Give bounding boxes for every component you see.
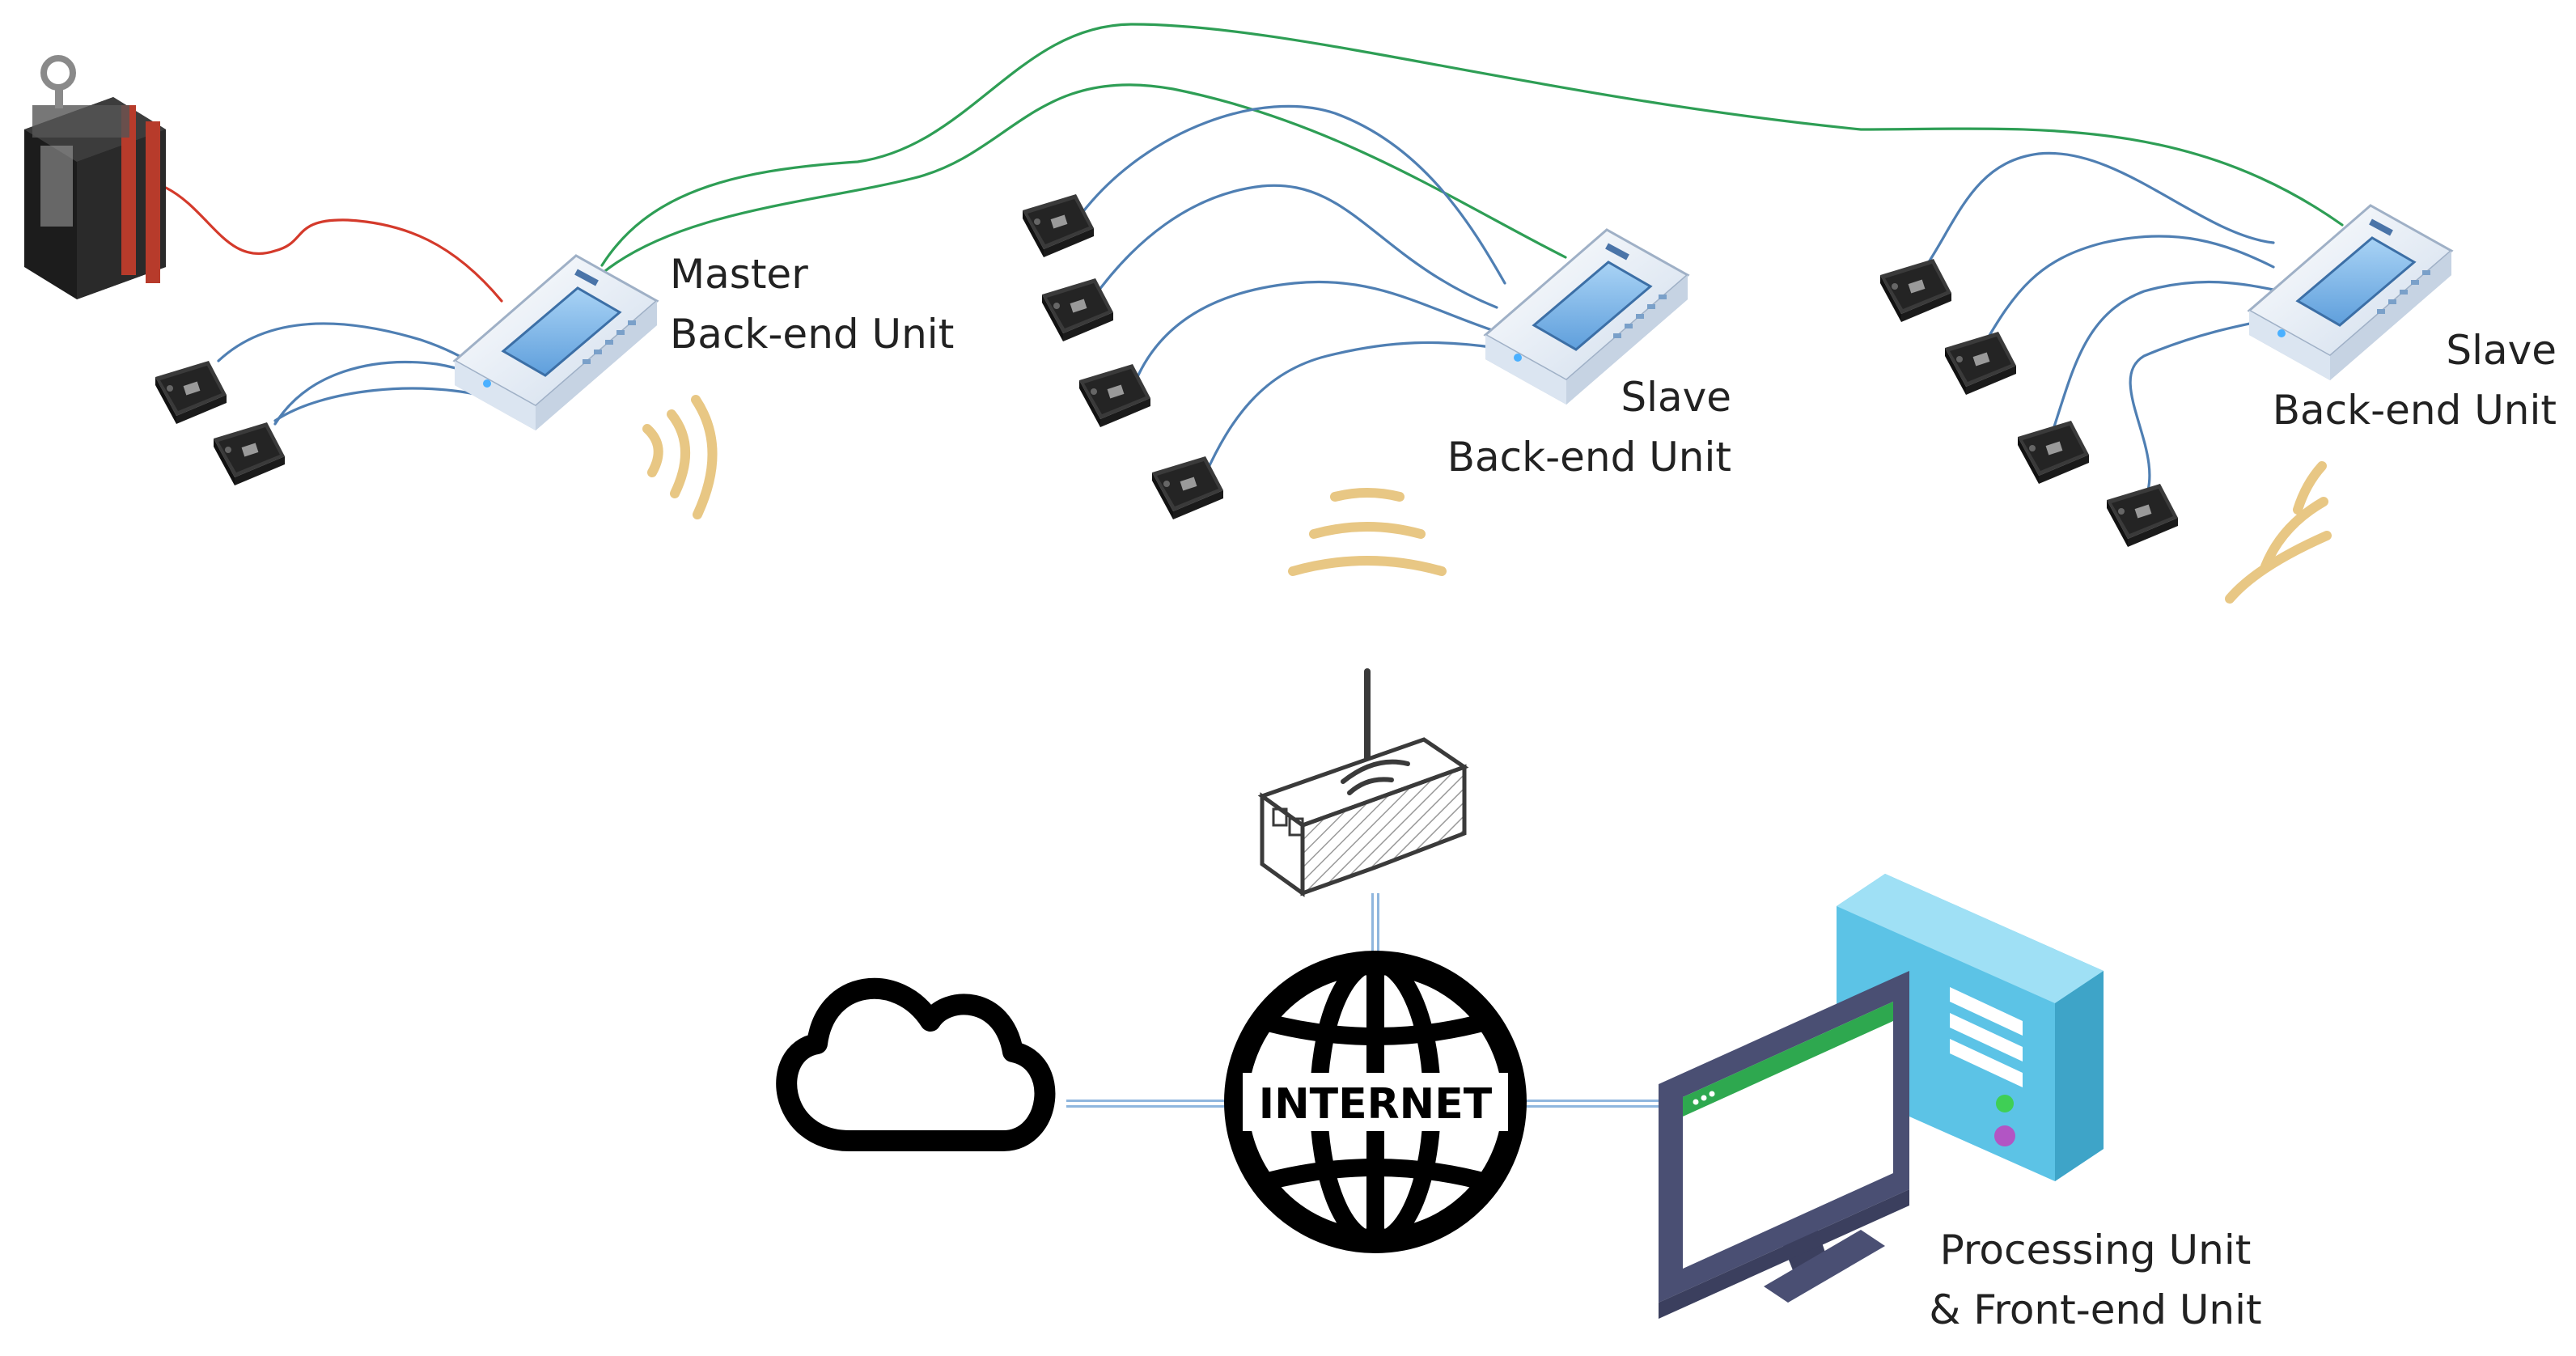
backbone-wire-2 <box>600 83 1567 275</box>
backbone-wire-1 <box>600 23 2344 267</box>
wifi-signal-icon <box>647 400 2332 604</box>
industrial-machine-icon <box>24 55 166 299</box>
slave-1-label: Slave Back-end Unit <box>1447 374 1731 481</box>
cloud-icon <box>776 977 1056 1151</box>
slave-2-label: Slave Back-end Unit <box>2272 327 2557 434</box>
machine-cable <box>164 186 503 303</box>
processing-label: Processing Unit & Front-end Unit <box>1929 1227 2262 1333</box>
internet-label: INTERNET <box>1259 1080 1493 1129</box>
computer-icon <box>1659 874 2104 1319</box>
master-label: Master Back-end Unit <box>670 251 955 358</box>
router-icon <box>1257 668 1469 897</box>
globe-icon <box>1224 951 1527 1253</box>
